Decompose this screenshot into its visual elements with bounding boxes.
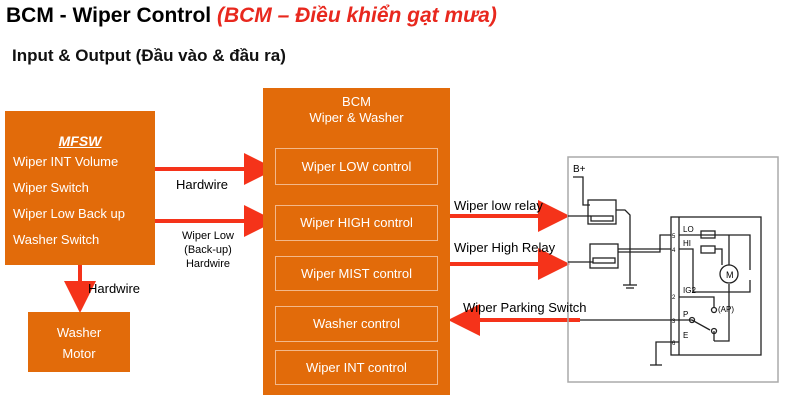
bcm-title: BCM [342,94,371,109]
pin-label: LO [683,225,694,234]
high-relay-label: Wiper High Relay [454,240,556,255]
backup-line: Wiper Low [182,230,234,242]
low-relay-label: Wiper low relay [454,198,543,213]
page-title: BCM - Wiper Control (BCM – Điều khiển gạ… [6,4,497,27]
parking-switch-label: Wiper Parking Switch [463,300,587,315]
mfsw-item: Washer Switch [13,232,100,247]
mfsw-box: MFSW Wiper INT Volume Wiper Switch Wiper… [5,111,155,265]
pin-number: 6 [672,341,676,347]
pin-number: 5 [672,234,676,240]
backup-line: Hardwire [185,258,230,270]
motor-label: M [726,270,734,280]
ap-label: (AP) [718,305,734,314]
control-box: Wiper INT control [275,350,438,385]
control-box: Wiper HIGH control [275,205,438,241]
pin-number: 3 [672,319,676,325]
backup-line: (Back-up) [184,244,232,256]
pin-label: E [683,331,688,340]
pin-number: 4 [672,248,676,254]
pin-label: IG2 [683,286,696,295]
control-box: Wiper MIST control [275,256,438,291]
circuit-diagram [567,156,779,383]
backup-label: Wiper Low (Back-up) Hardwire [176,229,240,271]
control-box: Wiper LOW control [275,148,438,185]
pin-label: HI [683,239,691,248]
washer-label: Washer [56,325,102,340]
mfsw-item: Wiper Low Back up [13,206,125,221]
motor-label: Motor [62,346,96,361]
hardwire-washer-label: Hardwire [88,281,141,296]
bplus-label: B+ [573,164,586,175]
pin-label: P [683,310,688,319]
pin-number: 2 [672,295,676,301]
mfsw-title: MFSW [58,133,102,149]
hardwire-label: Hardwire [176,177,229,192]
page-subtitle: Input & Output (Đầu vào & đầu ra) [12,46,286,65]
mfsw-item: Wiper Switch [13,180,89,195]
bcm-subtitle: Wiper & Washer [309,110,404,125]
washer-motor-box: Washer Motor [28,312,130,372]
control-box: Washer control [275,306,438,342]
mfsw-item: Wiper INT Volume [13,154,119,169]
